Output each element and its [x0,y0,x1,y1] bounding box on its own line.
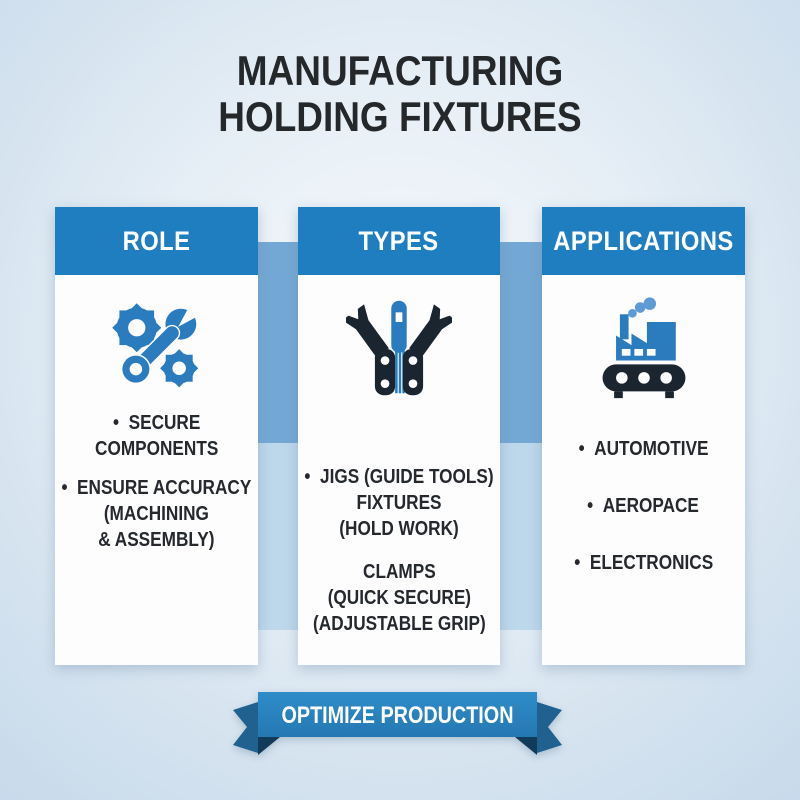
list-item-text: FIXTURES [356,492,442,514]
list-item-text: SECURE [128,412,201,434]
list-item-line: • AEROPACE [588,493,700,519]
bullet-glyph: • [574,552,581,574]
column-header-label: APPLICATIONS [553,225,734,256]
list-item: • ELECTRONICS [574,550,713,576]
ribbon-band [258,692,537,737]
ribbon-fold-left [258,737,280,755]
list-item: • JIGS (GUIDE TOOLS)FIXTURES(HOLD WORK) [304,464,493,542]
column-header: APPLICATIONS [542,207,745,275]
column-icon-slot [542,293,745,403]
bullet-glyph: • [304,466,311,488]
column-header: ROLE [55,207,258,275]
list-item-line: (HOLD WORK) [304,516,493,542]
list-item-line: (ADJUSTABLE GRIP) [313,611,486,637]
title-line-2: HOLDING FIXTURES [218,93,582,140]
list-item-text: JIGS (GUIDE TOOLS) [320,466,494,488]
multi-tool-icon [346,300,452,396]
page-title: MANUFACTURING HOLDING FIXTURES [0,48,800,140]
ribbon-tail-left [233,702,258,753]
list-item-line: (MACHINING [62,501,252,527]
column-header-label: ROLE [122,225,191,256]
list-item-line: COMPONENTS [95,436,218,462]
list-item-line: • ENSURE ACCURACY [62,475,252,501]
list-item: CLAMPS (QUICK SECURE) (ADJUSTABLE GRIP) [313,559,486,637]
list-item-line: CLAMPS [313,559,486,585]
list-item-line: • AUTOMOTIVE [579,436,709,462]
ribbon-label: OPTIMIZE PRODUCTION [282,702,514,729]
ribbon-fold-right [515,737,537,755]
bottom-ribbon: OPTIMIZE PRODUCTION [233,692,562,755]
list-item-line: • ELECTRONICS [574,550,713,576]
column-applications: APPLICATIONS • AUTOMOTIVE• AEROPACE• ELE… [542,207,745,665]
list-item-text: ENSURE ACCURACY [77,477,252,499]
list-item-text: AUTOMOTIVE [594,438,709,460]
column-text: • AUTOMOTIVE• AEROPACE• ELECTRONICS [548,436,739,576]
list-item-line: FIXTURES [304,490,493,516]
list-item-text: (ADJUSTABLE GRIP) [312,613,486,635]
connector-band-left [258,242,298,630]
wrench-gears-icon [111,303,202,392]
list-item-text: CLAMPS [362,561,436,583]
bullet-glyph: • [578,438,585,460]
list-item-text: (MACHINING [103,503,210,525]
list-item-text: (HOLD WORK) [339,518,459,540]
column-icon-slot [298,293,500,403]
list-item: • AUTOMOTIVE [579,436,709,462]
column-header-label: TYPES [358,225,440,256]
list-item-line: (QUICK SECURE) [313,585,486,611]
column-icon-slot [55,293,258,403]
list-item: • AEROPACE [588,493,700,519]
list-item-text: (QUICK SECURE) [327,587,471,609]
list-item-line: & ASSEMBLY) [62,527,252,553]
bullet-glyph: • [112,412,119,434]
list-item-line: • JIGS (GUIDE TOOLS) [304,464,493,490]
list-item-text: ELECTRONICS [589,552,713,574]
title-line-1: MANUFACTURING [236,47,564,94]
bullet-glyph: • [587,495,594,517]
factory-conveyor-icon [602,297,685,399]
list-item-text: COMPONENTS [94,438,219,460]
list-item-text: AEROPACE [603,495,700,517]
list-item-line: • SECURE [95,410,218,436]
connector-band-right [500,242,542,630]
bullet-glyph: • [61,477,68,499]
column-header: TYPES [298,207,500,275]
column-text: • JIGS (GUIDE TOOLS)FIXTURES(HOLD WORK)C… [304,464,494,637]
ribbon-tail-right [537,702,562,753]
list-item: • ENSURE ACCURACY(MACHINING& ASSEMBLY) [62,475,252,553]
list-item-text: & ASSEMBLY) [98,529,215,551]
column-types: TYPES • JIGS (GUIDE TOOLS)FIXTURES(HOLD … [298,207,500,665]
